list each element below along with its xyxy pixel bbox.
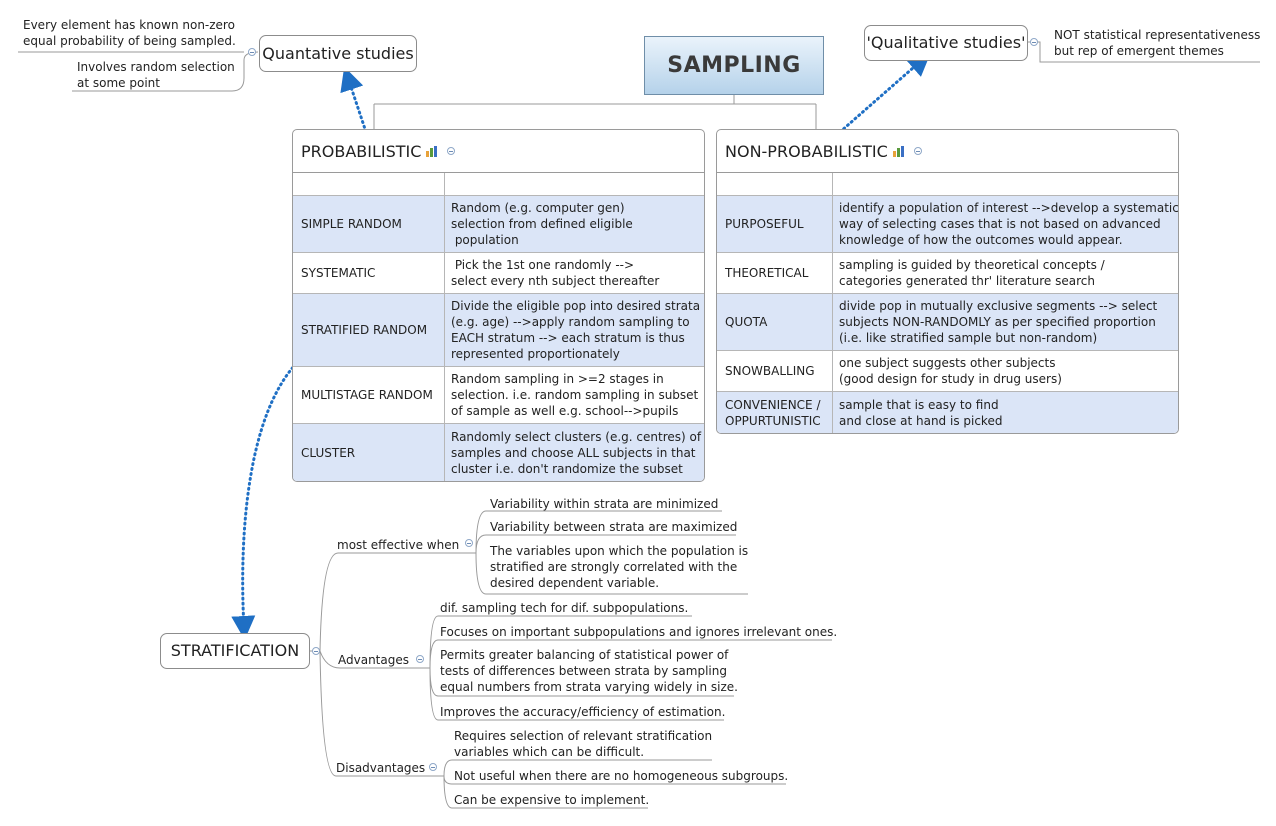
- prob-row-desc: Divide the eligible pop into desired str…: [451, 299, 701, 361]
- quant-topic-label: Quantative studies: [262, 43, 414, 63]
- nonprob-shade-5b: [833, 392, 1178, 433]
- effective-item: The variables upon which the population …: [490, 544, 749, 590]
- prob-row-divider: [293, 366, 704, 367]
- prob-row-name: STRATIFIED RANDOM: [301, 323, 428, 337]
- quant-collapse-icon[interactable]: [248, 48, 256, 56]
- disadvantage-item: Requires selection of relevant stratific…: [454, 729, 713, 759]
- disadvantage-item: Not useful when there are no homogeneous…: [454, 769, 789, 783]
- strat-dis-tree: [438, 759, 786, 809]
- advantage-item: Focuses on important subpopulations and …: [440, 625, 838, 639]
- probabilistic-table: PROBABILISTIC SIMPLE RANDOM Random (e.g.…: [292, 129, 705, 482]
- prob-col-divider: [444, 173, 445, 481]
- nonprob-row-desc: divide pop in mutually exclusive segment…: [839, 299, 1158, 345]
- qual-collapse-icon[interactable]: [1030, 38, 1038, 46]
- nonprob-row-divider: [717, 293, 1178, 294]
- prob-shade-3b: [445, 294, 704, 366]
- nonprob-row-desc: one subject suggests other subjects (goo…: [839, 356, 1062, 386]
- nonprob-col-divider: [832, 173, 833, 433]
- nonprob-row-name: THEORETICAL: [725, 266, 809, 280]
- stratification-topic-label: STRATIFICATION: [170, 641, 300, 660]
- bar-chart-icon: [426, 145, 439, 157]
- non-probabilistic-header: NON-PROBABILISTIC: [717, 130, 1178, 173]
- non-probabilistic-title: NON-PROBABILISTIC: [725, 141, 888, 161]
- probabilistic-collapse-icon[interactable]: [447, 147, 456, 155]
- non-probabilistic-collapse-icon[interactable]: [913, 147, 922, 155]
- nonprob-to-qual-arrow: [838, 52, 932, 134]
- nonprob-row-name: QUOTA: [725, 315, 768, 329]
- advantages-collapse-icon[interactable]: [416, 655, 424, 663]
- prob-shade-3a: [293, 294, 444, 366]
- prob-row-divider: [293, 252, 704, 253]
- nonprob-row-desc: sample that is easy to find and close at…: [839, 398, 1003, 428]
- prob-row-desc: Pick the 1st one randomly --> select eve…: [451, 258, 660, 288]
- non-probabilistic-table: NON-PROBABILISTIC PURPOSEFUL identify a …: [716, 129, 1179, 434]
- nonprob-shade-3a: [717, 294, 832, 350]
- advantage-item: dif. sampling tech for dif. subpopulatio…: [440, 601, 689, 615]
- nonprob-shade-5a: [717, 392, 832, 433]
- prob-row-name: CLUSTER: [301, 446, 356, 460]
- probabilistic-title: PROBABILISTIC: [301, 141, 422, 161]
- advantage-item: Improves the accuracy/efficiency of esti…: [440, 705, 726, 719]
- prob-row-desc: Random sampling in >=2 stages in selecti…: [451, 372, 699, 418]
- effective-item: Variability between strata are maximized: [490, 520, 738, 534]
- central-connector: [373, 95, 817, 130]
- branch-advantages: Advantages: [338, 653, 409, 667]
- qual-topic[interactable]: 'Qualitative studies': [864, 25, 1028, 61]
- nonprob-row-desc: identify a population of interest -->dev…: [839, 201, 1179, 247]
- prob-shade-1a: [293, 196, 444, 252]
- qual-note-1: NOT statistical representativeness but r…: [1054, 28, 1261, 58]
- stratification-collapse-icon[interactable]: [312, 647, 320, 655]
- nonprob-row-divider: [717, 350, 1178, 351]
- prob-row-name: MULTISTAGE RANDOM: [301, 388, 433, 402]
- disadvantages-collapse-icon[interactable]: [429, 763, 437, 771]
- nonprob-row-name: PURPOSEFUL: [725, 217, 804, 231]
- effective-item: Variability within strata are minimized: [490, 497, 719, 511]
- quant-topic[interactable]: Quantative studies: [259, 35, 417, 72]
- branch-most-effective-when: most effective when: [337, 538, 460, 552]
- nonprob-shade-1a: [717, 196, 832, 252]
- nonprob-shade-3b: [833, 294, 1178, 350]
- stratification-topic[interactable]: STRATIFICATION: [160, 633, 310, 669]
- advantage-item: Permits greater balancing of statistical…: [440, 648, 738, 694]
- nonprob-row-divider: [717, 252, 1178, 253]
- strat-adv-tree: [426, 615, 832, 721]
- nonprob-shade-1b: [833, 196, 1178, 252]
- nonprob-row-divider: [717, 195, 1178, 196]
- nonprob-row-desc: sampling is guided by theoretical concep…: [839, 258, 1105, 288]
- prob-to-quant-arrow: [340, 66, 368, 134]
- prob-row-desc: Random (e.g. computer gen) selection fro…: [451, 201, 633, 247]
- prob-row-name: SIMPLE RANDOM: [301, 217, 402, 231]
- most-effective-collapse-icon[interactable]: [465, 539, 473, 547]
- prob-row-name: SYSTEMATIC: [301, 266, 376, 280]
- prob-row-divider: [293, 293, 704, 294]
- central-topic[interactable]: SAMPLING: [644, 36, 824, 95]
- disadvantage-item: Can be expensive to implement.: [454, 793, 650, 807]
- strat-effective-tree: [470, 510, 748, 595]
- bar-chart-icon: [892, 145, 906, 157]
- nonprob-row-name: SNOWBALLING: [725, 364, 815, 378]
- prob-row-divider: [293, 195, 704, 196]
- probabilistic-header: PROBABILISTIC: [293, 130, 704, 173]
- quant-note-2: Involves random selection at some point: [77, 60, 235, 90]
- prob-row-divider: [293, 423, 704, 424]
- prob-shade-5b: [445, 424, 704, 481]
- qual-topic-label: 'Qualitative studies': [866, 33, 1026, 52]
- quant-note-1: Every element has known non-zero equal p…: [23, 18, 236, 48]
- prob-row-desc: Randomly select clusters (e.g. centres) …: [451, 430, 702, 476]
- nonprob-row-name: CONVENIENCE / OPPURTUNISTIC: [725, 398, 821, 428]
- nonprob-row-divider: [717, 391, 1178, 392]
- central-topic-label: SAMPLING: [667, 53, 801, 78]
- branch-disadvantages: Disadvantages: [336, 761, 426, 775]
- prob-shade-5a: [293, 424, 444, 481]
- prob-shade-1b: [445, 196, 704, 252]
